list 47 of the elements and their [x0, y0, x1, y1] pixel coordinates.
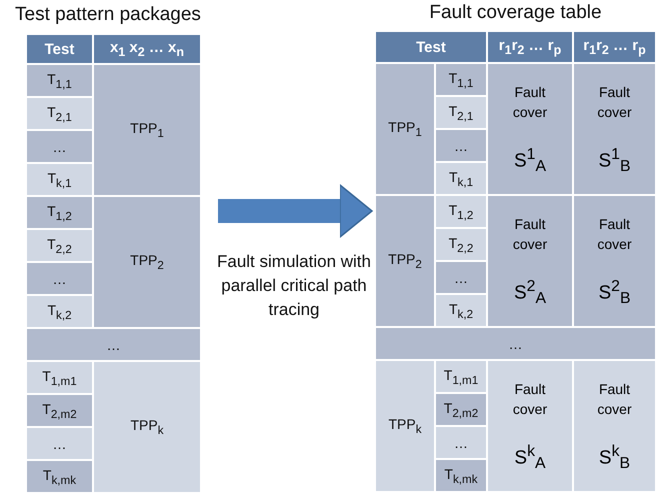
table-cell: T$_{2,1}$: [27, 98, 92, 129]
header-cell: r$_{1}$r$_{2}$ … r$_{p}$: [574, 32, 655, 62]
table-cell: T$_{k,2}$: [27, 296, 92, 327]
table-cell: T$_{k,1}$: [436, 163, 486, 194]
arrow: [218, 184, 373, 238]
table-cell: …: [27, 131, 92, 162]
table-cell: T$_{2,2}$: [436, 229, 486, 260]
table-cell: T$_{2,1}$: [436, 97, 486, 128]
table-cell: T$_{1,2}$: [27, 197, 92, 228]
table-cell: T$_{k,2}$: [436, 295, 486, 326]
cell-text: Fault cover: [596, 214, 633, 254]
table-cell: T$_{1,1}$: [27, 65, 92, 96]
header-cell: Test: [27, 35, 92, 63]
edge-label: Fault simulation with parallel critical path tracing: [216, 251, 372, 321]
table-cell: …: [436, 427, 486, 458]
table-cell: T$_{1,m1}$: [436, 361, 486, 392]
cell-text: Fault cover: [512, 380, 548, 419]
table-title: Fault coverage table: [428, 2, 603, 24]
table-cell: …: [436, 262, 486, 293]
table-cell: TPP$_{1}$: [94, 65, 200, 195]
header-cell: Test: [376, 32, 486, 62]
cell-text: Fault cover: [512, 82, 548, 122]
table-cell: T$_{1,2}$: [436, 196, 486, 227]
table-cell: TPP$_{1}$: [376, 64, 434, 194]
cell-text: Fault cover: [596, 82, 633, 122]
table-cell: T$_{k,mk}$: [27, 461, 92, 492]
table-cell: TPP$_{k}$: [94, 362, 200, 492]
table-cell: …: [376, 328, 655, 359]
table-cell: T$_{2,m2}$: [27, 395, 92, 426]
table-cell: T$_{1,m1}$: [27, 362, 92, 393]
table-cell: …: [27, 428, 92, 459]
table-cell: T$_{k,mk}$: [436, 460, 486, 491]
table-cell: TPP$_{k}$: [376, 361, 434, 491]
table-cell: TPP$_{2}$: [376, 196, 434, 326]
cell-text: Fault cover: [512, 214, 548, 254]
header-cell: r$_{1}$r$_{2}$ … r$_{p}$: [488, 32, 572, 62]
table-cell: T$_{2,m2}$: [436, 394, 486, 425]
table-cell: T$_{2,2}$: [27, 230, 92, 261]
table-cell: …: [27, 263, 92, 294]
table-cell: T$_{1,1}$: [436, 64, 486, 95]
table-title: Test pattern packages: [14, 4, 202, 26]
cell-text: Fault cover: [596, 380, 633, 419]
table-cell: …: [436, 130, 486, 161]
header-cell: x$_{1}$ x$_{2}$ … x$_{n}$: [94, 35, 200, 63]
table-cell: TPP$_{2}$: [94, 197, 200, 327]
table-cell: T$_{k,1}$: [27, 164, 92, 195]
table-cell: …: [27, 329, 200, 360]
